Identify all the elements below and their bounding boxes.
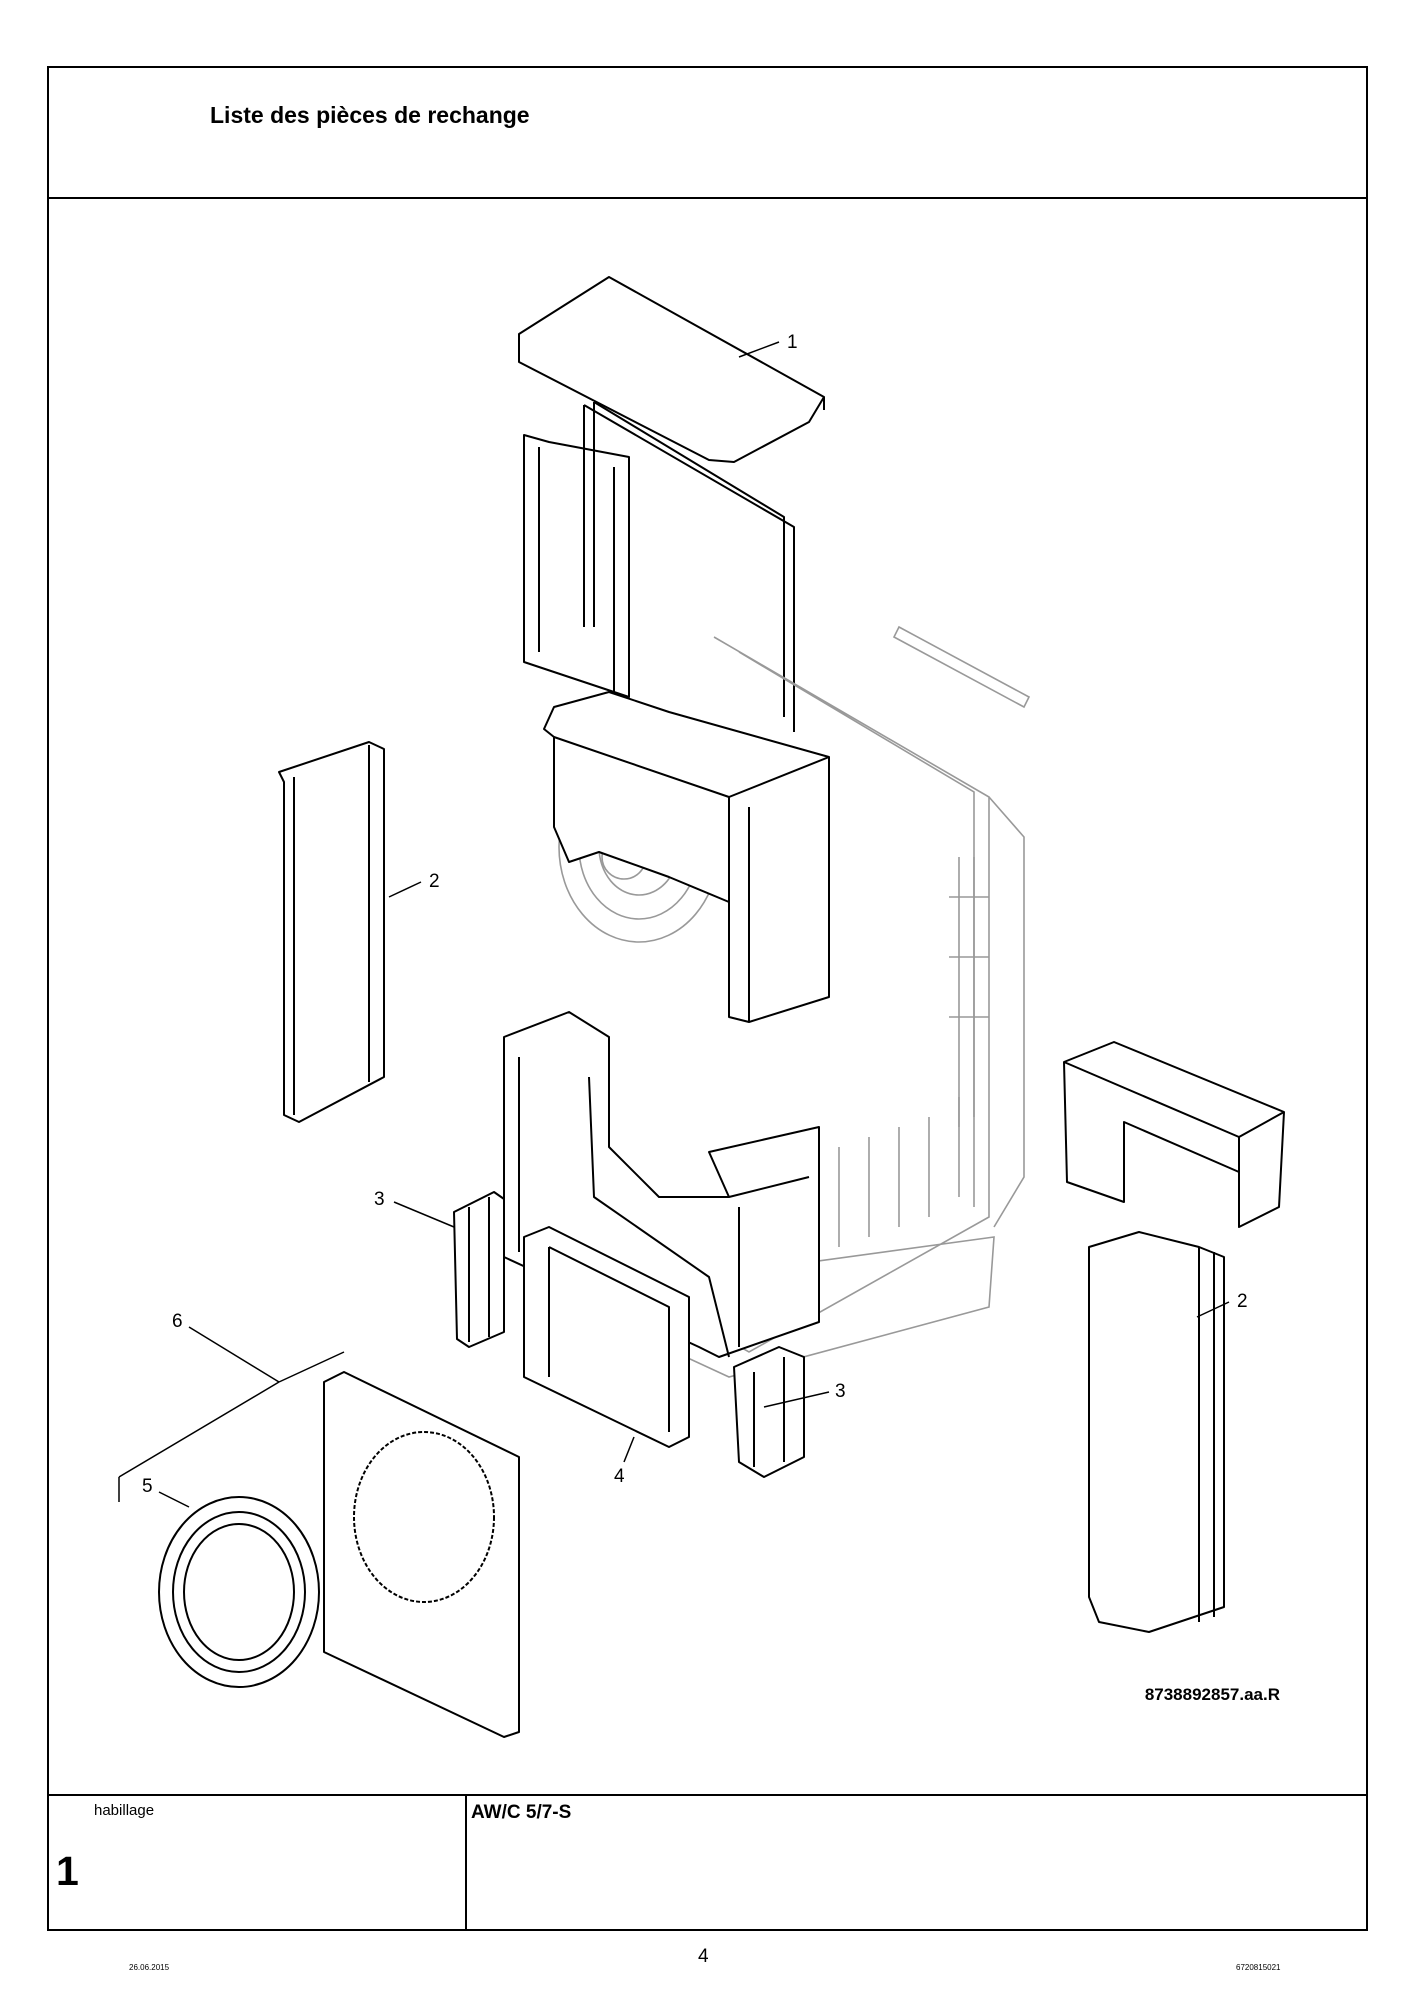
rear-frame: [523, 434, 630, 698]
title-block-left: habillage 1: [49, 1796, 467, 1929]
corner-post-left: [453, 1191, 505, 1348]
drawing-reference: 8738892857.aa.R: [1144, 1685, 1280, 1704]
callout-4: 4: [614, 1466, 625, 1487]
callout-2-right: 2: [1237, 1291, 1248, 1312]
inner-frame: [583, 401, 795, 732]
page-title: Liste des pièces de rechange: [210, 102, 530, 128]
corner-post-right: [733, 1346, 805, 1478]
category-label: habillage: [94, 1802, 155, 1819]
exploded-view-drawing: 1 2 2 3 3 4 5 6 8738892857.aa.R: [49, 197, 1366, 1794]
callout-1: 1: [787, 332, 798, 353]
side-cover-right-top: [1063, 1041, 1285, 1228]
grille-panel: [523, 1226, 690, 1448]
side-panel-right: [1088, 1231, 1225, 1633]
upper-fan-housing: [543, 691, 830, 1023]
front-panel: [323, 1371, 520, 1738]
page-frame: Liste des pièces de rechange: [47, 66, 1368, 1931]
document-code: 6720815021: [1236, 1963, 1281, 1972]
callout-5: 5: [142, 1476, 153, 1497]
callout-2-left: 2: [429, 871, 440, 892]
exploded-view-svg: 1 2 2 3 3 4 5 6: [118, 276, 1285, 1738]
side-panel-left: [278, 741, 385, 1123]
title-block: habillage 1 AW/C 5/7-S: [49, 1794, 1366, 1929]
footer-date: 26.06.2015: [129, 1963, 170, 1972]
callout-3-left: 3: [374, 1189, 385, 1210]
callout-3-right: 3: [835, 1381, 846, 1402]
top-cover: [518, 276, 825, 463]
callout-6: 6: [172, 1311, 183, 1332]
section-number: 1: [56, 1848, 79, 1894]
model-name: AW/C 5/7-S: [471, 1802, 572, 1823]
header: Liste des pièces de rechange: [49, 68, 1366, 199]
fan-ring: [158, 1496, 320, 1688]
page-number: 4: [698, 1946, 709, 1967]
